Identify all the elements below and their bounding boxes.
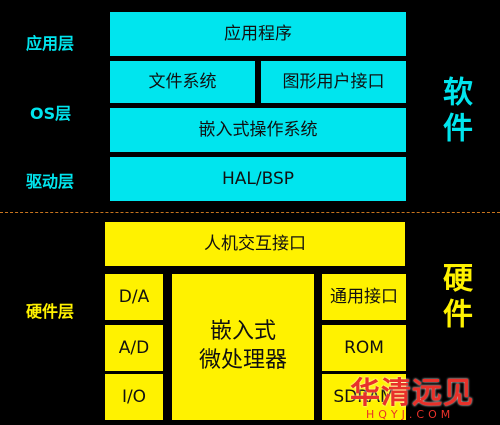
rom-block: ROM <box>322 325 406 371</box>
hmi-block: 人机交互接口 <box>105 222 405 266</box>
hal-bsp-block: HAL/BSP <box>110 157 406 201</box>
os-layer-label: OS层 <box>30 104 72 123</box>
application-block: 应用程序 <box>110 12 406 56</box>
ad-block: A/D <box>105 325 163 371</box>
software-side-label: 软件 <box>437 76 472 148</box>
hardware-layer-label: 硬件层 <box>26 302 75 321</box>
driver-layer-label: 驱动层 <box>26 172 75 191</box>
software-hardware-divider <box>0 212 500 213</box>
cpu-block: 嵌入式 微处理器 <box>172 274 314 420</box>
general-interface-block: 通用接口 <box>322 274 406 320</box>
file-system-block: 文件系统 <box>110 61 255 103</box>
sdram-block: SDRAM <box>322 374 406 420</box>
gui-block: 图形用户接口 <box>261 61 406 103</box>
io-block: I/O <box>105 374 163 420</box>
hardware-side-label: 硬件 <box>437 262 472 334</box>
da-block: D/A <box>105 274 163 320</box>
watermark-url: HQYJ.COM <box>366 408 455 421</box>
watermark-logo: 华清远见 HQYJ.COM <box>350 368 498 422</box>
embedded-os-block: 嵌入式操作系统 <box>110 108 406 152</box>
app-layer-label: 应用层 <box>26 34 75 53</box>
watermark-text: 华清远见 <box>350 376 474 411</box>
